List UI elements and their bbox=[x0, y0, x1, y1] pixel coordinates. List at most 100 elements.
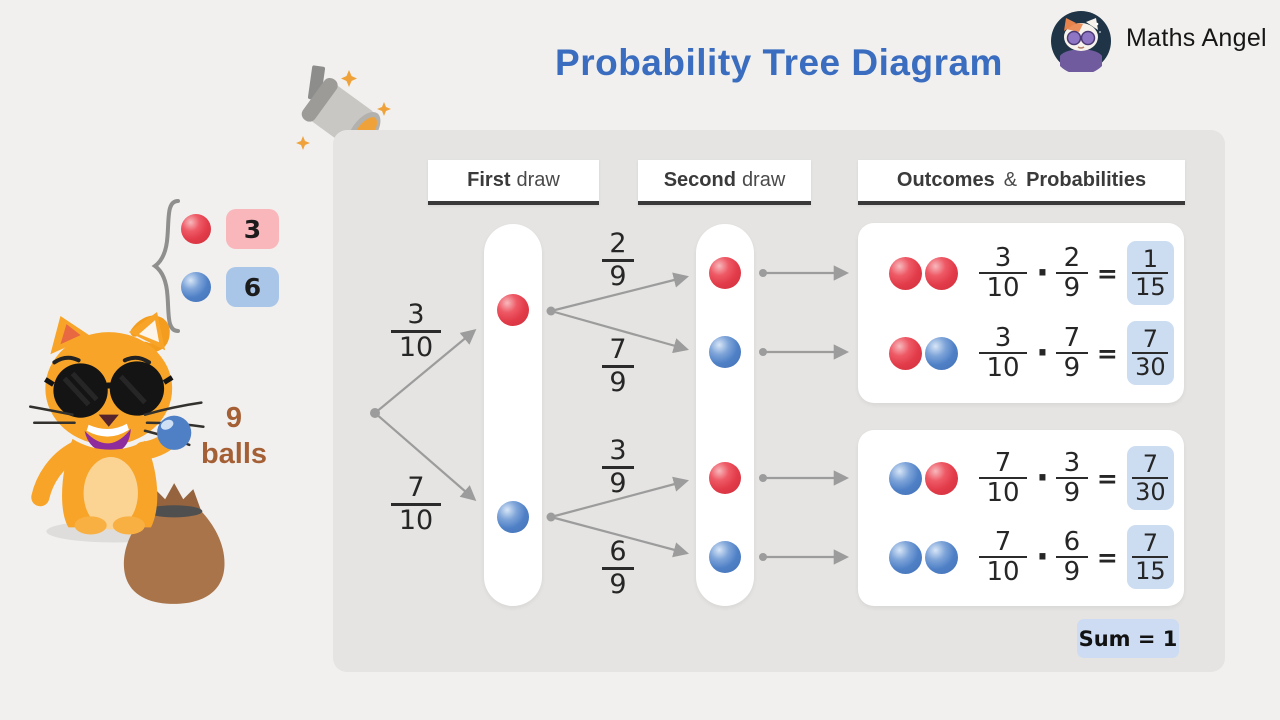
second-draw-header-rest: draw bbox=[741, 169, 786, 191]
fraction-numerator: 7 bbox=[994, 527, 1012, 557]
equals-sign: = bbox=[1096, 542, 1118, 572]
equals-sign: = bbox=[1096, 338, 1118, 368]
blue-count: 6 bbox=[243, 272, 262, 302]
outcome-row-blue-red: 7 10 · 3 9 = 7 30 bbox=[889, 443, 1174, 513]
fraction-denominator: 9 bbox=[1055, 477, 1088, 507]
red-ball-icon bbox=[181, 214, 211, 244]
cat-mascot bbox=[28, 312, 225, 604]
balls-count-word: balls bbox=[200, 438, 268, 470]
fraction-denominator: 9 bbox=[1055, 272, 1088, 302]
red-ball-icon bbox=[709, 462, 741, 494]
result-fraction: 7 30 bbox=[1132, 325, 1169, 380]
sparkle-icon bbox=[377, 102, 391, 116]
fraction-denominator: 15 bbox=[1132, 272, 1169, 300]
fraction-numerator: 3 bbox=[1063, 448, 1081, 478]
blue-ball-icon bbox=[889, 461, 922, 495]
fraction-denominator: 9 bbox=[1055, 352, 1088, 382]
fraction-numerator: 3 bbox=[994, 323, 1012, 353]
result-fraction: 7 15 bbox=[1132, 529, 1169, 584]
balls-count-label: 9 balls bbox=[193, 400, 275, 472]
fraction-denominator: 9 bbox=[602, 259, 634, 292]
second-draw-fraction: 7 9 bbox=[1055, 323, 1088, 382]
fraction-numerator: 3 bbox=[609, 435, 627, 466]
blue-ball-icon bbox=[889, 540, 922, 574]
page-title: Probability Tree Diagram bbox=[555, 42, 1003, 83]
blue-ball-icon bbox=[157, 415, 192, 450]
first-draw-fraction: 7 10 bbox=[979, 528, 1027, 586]
red-ball-icon bbox=[925, 256, 958, 290]
fraction-numerator: 1 bbox=[1142, 245, 1159, 273]
fraction-denominator: 10 bbox=[979, 352, 1027, 382]
fraction-numerator: 2 bbox=[1063, 243, 1081, 273]
fraction-denominator: 9 bbox=[602, 466, 634, 499]
equals-sign: = bbox=[1096, 258, 1118, 288]
second-draw-fraction: 2 9 bbox=[1055, 243, 1088, 302]
blue-ball-icon bbox=[181, 272, 211, 302]
multiply-dot: · bbox=[1036, 253, 1049, 293]
fraction-numerator: 7 bbox=[407, 472, 425, 503]
fraction-denominator: 30 bbox=[1132, 352, 1169, 380]
red-ball-icon bbox=[709, 257, 741, 289]
second-draw-header: Second draw bbox=[638, 160, 811, 205]
red-count: 3 bbox=[243, 214, 262, 244]
fraction-denominator: 10 bbox=[391, 330, 441, 363]
outcomes-header-left: Outcomes bbox=[896, 169, 995, 191]
fraction-numerator: 3 bbox=[994, 243, 1012, 273]
tree-branches bbox=[370, 265, 850, 565]
first-draw-fraction: 3 10 bbox=[979, 324, 1027, 382]
red-count-chip: 3 bbox=[226, 209, 279, 249]
result-fraction: 7 30 bbox=[1132, 451, 1169, 505]
first-draw-fraction: 3 10 bbox=[979, 244, 1027, 302]
branch-fraction: 6 9 bbox=[602, 537, 634, 600]
blue-ball-icon bbox=[497, 501, 529, 533]
blue-ball-icon bbox=[925, 540, 958, 574]
branch-fraction: 3 10 bbox=[391, 300, 441, 363]
fraction-numerator: 7 bbox=[1142, 325, 1159, 353]
multiply-dot: · bbox=[1036, 458, 1049, 498]
second-draw-fraction: 6 9 bbox=[1055, 527, 1088, 586]
fraction-denominator: 10 bbox=[979, 272, 1027, 302]
result-chip: 1 15 bbox=[1126, 241, 1174, 305]
second-draw-fraction: 3 9 bbox=[1055, 448, 1088, 507]
fraction-denominator: 9 bbox=[602, 567, 634, 600]
first-draw-fraction: 7 10 bbox=[979, 449, 1027, 507]
blue-ball-icon bbox=[925, 336, 958, 370]
first-draw-column bbox=[484, 224, 542, 606]
first-draw-header: First draw bbox=[428, 160, 599, 205]
result-chip: 7 30 bbox=[1126, 446, 1174, 510]
branch-fraction: 3 9 bbox=[602, 436, 634, 499]
outcome-row-red-red: 3 10 · 2 9 = 1 15 bbox=[889, 238, 1174, 308]
red-ball-icon bbox=[925, 461, 958, 495]
fraction-denominator: 10 bbox=[979, 477, 1027, 507]
fraction-numerator: 7 bbox=[1142, 529, 1159, 557]
equals-sign: = bbox=[1096, 463, 1118, 493]
sparkle-icon bbox=[296, 136, 310, 150]
fraction-denominator: 9 bbox=[602, 365, 634, 398]
branch-fraction: 7 9 bbox=[602, 335, 634, 398]
fraction-numerator: 3 bbox=[407, 299, 425, 330]
second-draw-column bbox=[696, 224, 754, 606]
sunglasses-icon bbox=[44, 361, 174, 418]
fraction-numerator: 6 bbox=[1063, 527, 1081, 557]
blue-ball-icon bbox=[709, 336, 741, 368]
second-draw-header-bold: Second bbox=[663, 169, 736, 191]
first-draw-header-rest: draw bbox=[516, 169, 560, 191]
sparkle-icon bbox=[341, 70, 357, 87]
result-chip: 7 30 bbox=[1126, 321, 1174, 385]
fraction-numerator: 7 bbox=[1063, 323, 1081, 353]
fraction-denominator: 10 bbox=[391, 503, 441, 536]
outcomes-header-right: Probabilities bbox=[1026, 169, 1147, 191]
fraction-denominator: 9 bbox=[1055, 556, 1088, 586]
fraction-denominator: 10 bbox=[979, 556, 1027, 586]
multiply-dot: · bbox=[1036, 537, 1049, 577]
balls-count-number: 9 bbox=[225, 402, 243, 434]
outcome-row-blue-blue: 7 10 · 6 9 = 7 15 bbox=[889, 522, 1174, 592]
fraction-denominator: 15 bbox=[1132, 556, 1169, 584]
result-chip: 7 15 bbox=[1126, 525, 1174, 589]
first-draw-header-bold: First bbox=[467, 169, 511, 191]
fraction-numerator: 6 bbox=[609, 536, 627, 567]
brace-icon bbox=[151, 199, 180, 333]
outcomes-header-amp: & bbox=[1003, 169, 1018, 191]
multiply-dot: · bbox=[1036, 333, 1049, 373]
